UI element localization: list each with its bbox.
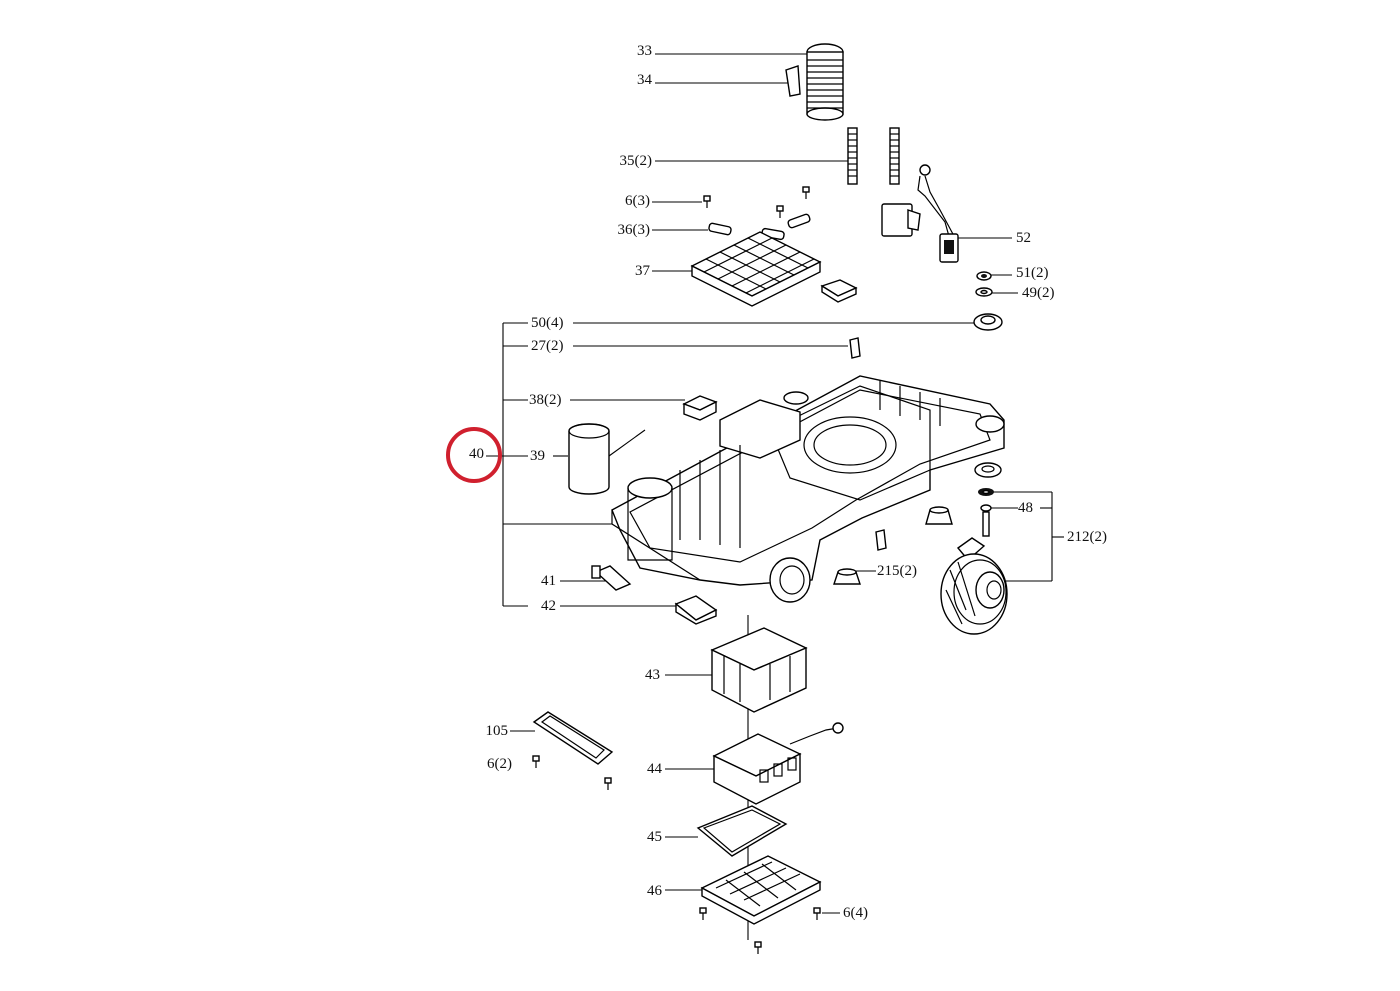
part-41-bracket [591,565,632,591]
callout-51: 51(2) [1016,265,1049,281]
part-46-cover [700,855,822,925]
part-39-tube [568,423,646,495]
callout-38: 38(2) [529,392,562,408]
part-51-49-50-washers [973,271,1003,331]
callout-27: 27(2) [531,338,564,354]
callout-105: 105 [485,723,509,739]
part-44-module [712,722,844,805]
callout-44: 44 [647,761,662,777]
callout-52: 52 [1016,230,1031,246]
part-45-gasket [696,805,788,857]
callout-40: 40 [469,446,484,462]
part-27-clips [849,337,887,551]
part-35-springs [847,127,900,185]
callout-43: 43 [645,667,660,683]
part-38-foam-block [682,395,718,421]
callout-41: 41 [541,573,556,589]
callout-33: 33 [637,43,652,59]
part-42-connector [674,595,718,625]
callout-37: 37 [635,263,650,279]
part-212-wheel [940,537,1008,635]
callout-34: 34 [637,72,652,88]
callout-35: 35(2) [619,153,653,169]
callout-212: 212(2) [1067,529,1107,545]
callout-6-top: 6(3) [625,193,650,209]
callout-46: 46 [647,883,662,899]
callout-215: 215(2) [877,563,917,579]
callout-36: 36(3) [617,222,651,238]
callout-49: 49(2) [1022,285,1055,301]
part-48-bearing-stack [974,462,1002,537]
callout-39: 39 [530,448,545,464]
part-6-screws-top [703,186,810,218]
part-52-sensor [881,164,959,263]
part-40-chassis [611,375,1005,603]
part-37-grid-plate [690,231,858,307]
callout-6-mid: 6(2) [487,756,512,772]
part-215-feet [833,506,953,585]
highlight-circle [446,427,502,483]
callout-48: 48 [1018,500,1033,516]
callout-45: 45 [647,829,662,845]
part-43-housing [710,627,808,713]
part-33-filter [785,43,844,121]
callout-6-bottom: 6(4) [843,905,868,921]
part-6-screws-bottom [699,907,821,954]
callout-50: 50(4) [531,315,564,331]
callout-42: 42 [541,598,556,614]
part-6-screws-mid [532,755,612,790]
part-105-frame [532,711,614,765]
